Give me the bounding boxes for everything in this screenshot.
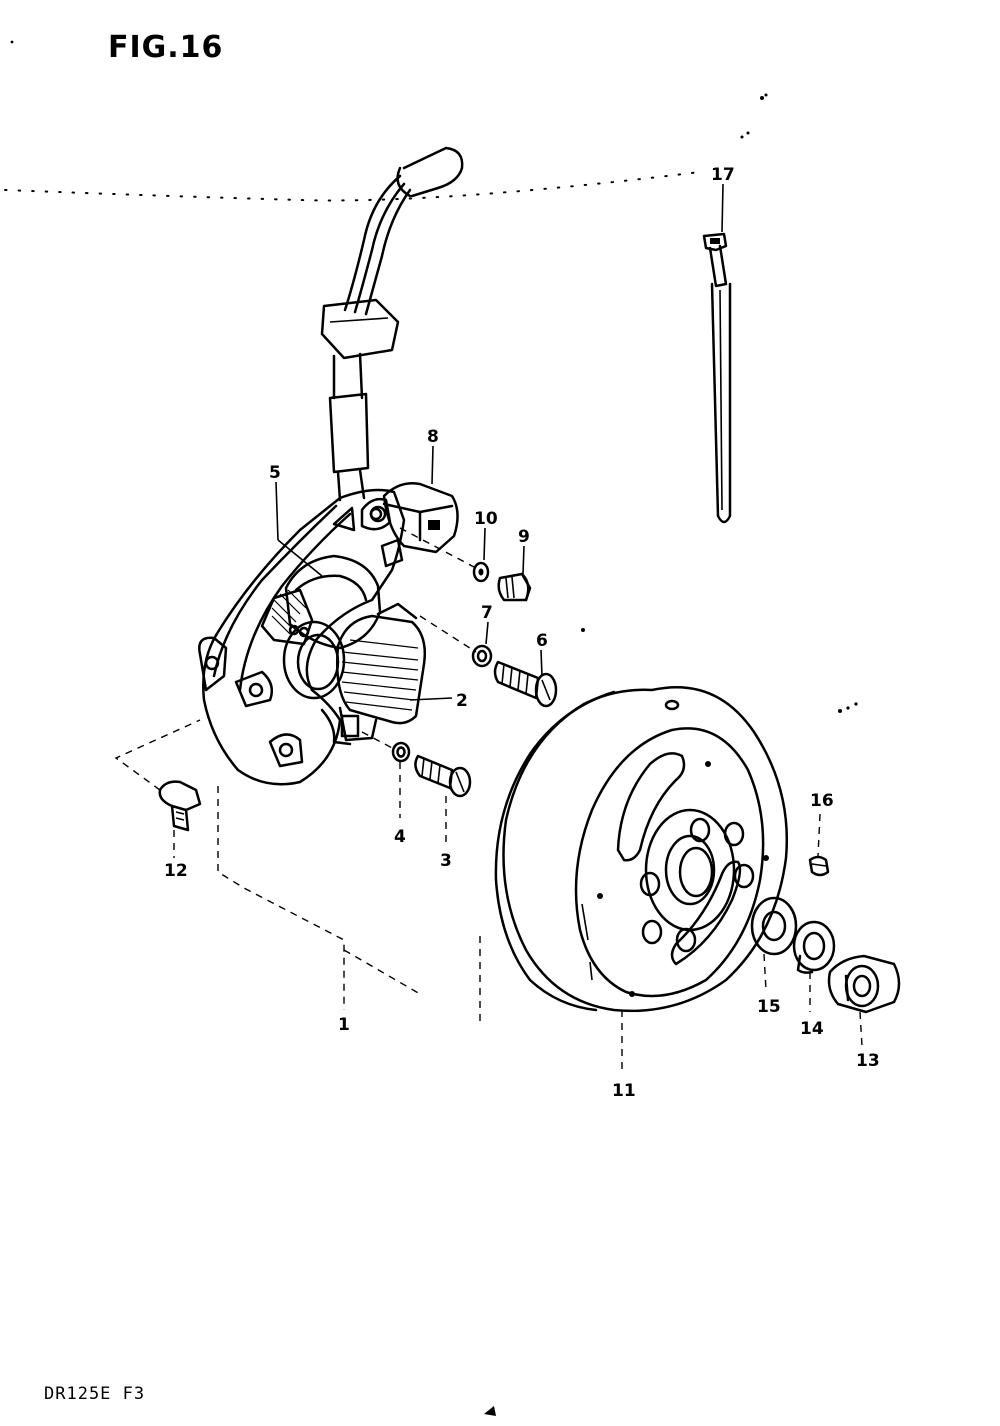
callout-3: 3 [440,851,452,871]
callout-17: 17 [711,165,735,185]
callout-8: 8 [427,427,439,447]
part-15-washer [750,896,798,956]
stator-base-plate [198,488,406,786]
callout-11: 11 [612,1081,636,1101]
flywheel-rotor [494,686,789,1013]
wire-harness [320,146,464,502]
callout-12: 12 [164,861,188,881]
part-12-screw [158,780,202,832]
leader-lines [114,183,863,1070]
part-10-washer [472,561,490,583]
part-16-key [808,855,830,877]
part-17-tie-band [702,232,732,524]
callout-labels: 1 2 3 4 5 6 7 8 9 10 11 12 13 14 15 16 1… [164,165,880,1101]
callout-4: 4 [394,827,406,847]
callout-10: 10 [474,509,498,529]
callout-6: 6 [536,631,548,651]
pulser-coil [260,554,382,650]
charging-coil [335,602,426,742]
part-3-screw [414,754,472,798]
ignition-unit [360,482,459,554]
figure-title: FIG.16 [108,30,224,65]
part-14-lock-washer [792,920,836,974]
model-code: DR125E F3 [44,1384,146,1404]
part-4-washer [391,741,411,763]
callout-14: 14 [800,1019,824,1039]
callout-9: 9 [518,527,530,547]
scan-dot-trail [4,40,858,1416]
callout-15: 15 [757,997,781,1017]
callout-7: 7 [481,603,493,623]
callout-16: 16 [810,791,834,811]
callout-13: 13 [856,1051,880,1071]
callout-2: 2 [456,691,468,711]
callout-5: 5 [269,463,281,483]
part-7-washer [471,644,493,668]
part-13-nut [827,954,901,1014]
part-9-screw [497,572,532,602]
part-6-screw [493,660,558,708]
callout-1: 1 [338,1015,350,1035]
